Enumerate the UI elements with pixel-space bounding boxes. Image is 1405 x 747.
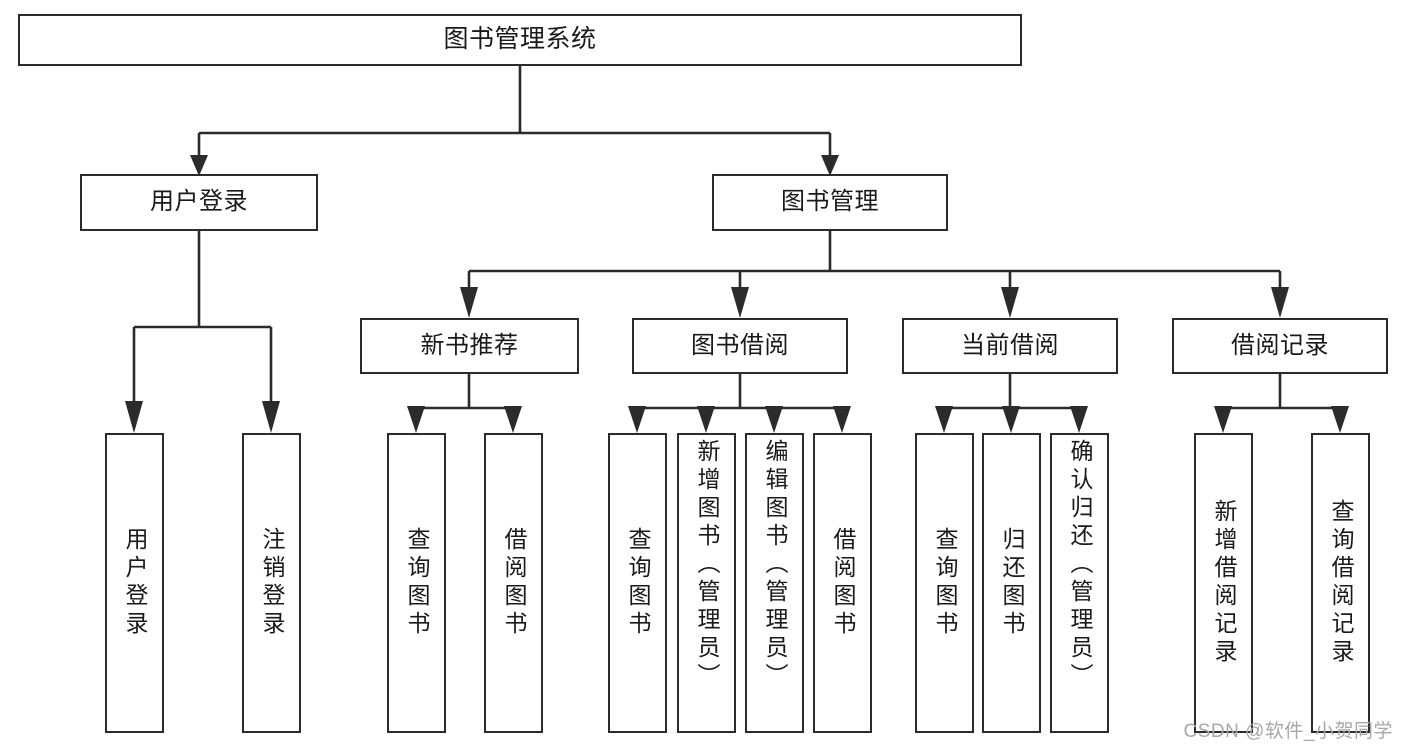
leaf-nbr-query-book[interactable]: 查询图书 — [387, 433, 446, 733]
node-user-login[interactable]: 用户登录 — [80, 174, 318, 231]
node-label: 归还图书 — [999, 527, 1025, 639]
arrow-current-borrow — [1001, 287, 1019, 318]
node-borrow-record[interactable]: 借阅记录 — [1172, 318, 1388, 374]
arrow-leaf-cb-confirm — [1070, 406, 1088, 433]
node-label: 用户登录 — [122, 527, 148, 639]
leaf-cb-return-book[interactable]: 归还图书 — [982, 433, 1041, 733]
arrow-new-book-recommend — [460, 287, 478, 318]
arrow-leaf-bb-add — [697, 406, 715, 433]
leaf-logout[interactable]: 注销登录 — [242, 433, 301, 733]
arrow-leaf-logout — [262, 401, 280, 433]
arrow-leaf-br-query — [1331, 406, 1349, 433]
leaf-br-query-record[interactable]: 查询借阅记录 — [1311, 433, 1370, 733]
arrow-leaf-cb-query — [935, 406, 953, 433]
node-label: 查询借阅记录 — [1328, 499, 1354, 667]
arrow-leaf-bb-query — [628, 406, 646, 433]
node-label: 编辑图书（管理员） — [762, 439, 788, 691]
node-label: 借阅记录 — [1231, 331, 1329, 359]
arrow-leaf-nbr-borrow — [504, 406, 522, 433]
node-label: 新书推荐 — [420, 331, 519, 359]
arrow-leaf-bb-edit — [765, 406, 783, 433]
node-label: 借阅图书 — [830, 527, 856, 639]
arrow-leaf-bb-borrow — [833, 406, 851, 433]
node-label: 图书借阅 — [691, 331, 789, 359]
node-label: 用户登录 — [150, 188, 248, 216]
node-label: 借阅图书 — [501, 527, 527, 639]
leaf-nbr-borrow-book[interactable]: 借阅图书 — [484, 433, 543, 733]
arrow-leaf-cb-return — [1002, 406, 1020, 433]
arrow-user-login — [190, 155, 208, 176]
leaf-bb-borrow-book[interactable]: 借阅图书 — [813, 433, 872, 733]
node-label: 查询图书 — [625, 527, 651, 639]
leaf-bb-edit-book-admin[interactable]: 编辑图书（管理员） — [745, 433, 804, 733]
leaf-bb-query-book[interactable]: 查询图书 — [608, 433, 667, 733]
node-current-borrow[interactable]: 当前借阅 — [902, 318, 1118, 374]
node-root-book-management-system[interactable]: 图书管理系统 — [18, 14, 1022, 66]
node-label: 注销登录 — [259, 527, 285, 639]
arrow-leaf-br-add — [1214, 406, 1232, 433]
node-new-book-recommend[interactable]: 新书推荐 — [360, 318, 579, 374]
arrow-book-borrow — [731, 287, 749, 318]
arrow-leaf-user-login — [125, 401, 143, 433]
node-label: 新增图书（管理员） — [694, 439, 720, 691]
node-label: 查询图书 — [404, 527, 430, 639]
leaf-cb-query-book[interactable]: 查询图书 — [915, 433, 974, 733]
node-label: 当前借阅 — [961, 331, 1059, 359]
node-book-borrow[interactable]: 图书借阅 — [632, 318, 848, 374]
leaf-br-add-record[interactable]: 新增借阅记录 — [1194, 433, 1253, 733]
leaf-bb-add-book-admin[interactable]: 新增图书（管理员） — [677, 433, 736, 733]
node-label: 新增借阅记录 — [1211, 499, 1237, 667]
leaf-user-login[interactable]: 用户登录 — [105, 433, 164, 733]
arrow-borrow-record — [1271, 287, 1289, 318]
watermark-text: CSDN @软件_小贺同学 — [1183, 721, 1393, 742]
node-book-management[interactable]: 图书管理 — [712, 174, 948, 231]
arrow-book-manage — [821, 155, 839, 176]
node-label: 图书管理系统 — [443, 25, 597, 54]
leaf-cb-confirm-return-admin[interactable]: 确认归还（管理员） — [1050, 433, 1109, 733]
node-label: 确认归还（管理员） — [1067, 439, 1093, 691]
node-label: 图书管理 — [781, 188, 879, 216]
node-label: 查询图书 — [932, 527, 958, 639]
arrow-leaf-nbr-query — [407, 406, 425, 433]
